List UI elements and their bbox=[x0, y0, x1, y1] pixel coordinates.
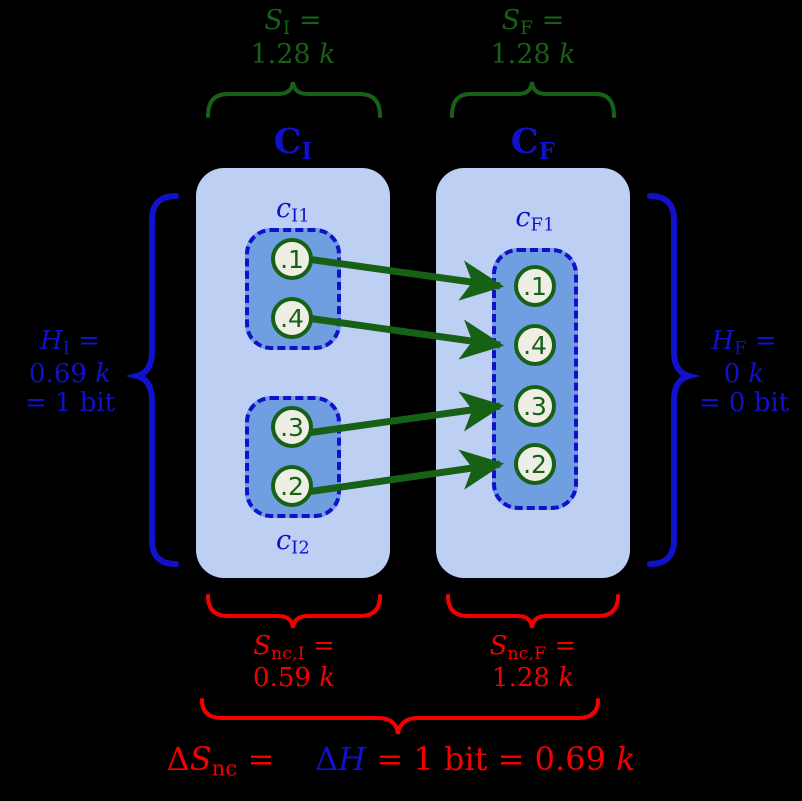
cluster-label-c-I1-symbol: c bbox=[276, 193, 292, 224]
entropy-initial-subscript: I bbox=[282, 18, 291, 40]
microstate-node[interactable]: .2 bbox=[514, 443, 556, 485]
column-title-initial-symbol: C bbox=[273, 121, 302, 162]
column-title-initial-subscript: I bbox=[301, 137, 313, 165]
final-eq-unit: k bbox=[616, 740, 636, 778]
microstate-node[interactable]: .3 bbox=[271, 406, 313, 448]
cluster-label-c-I1: cI1 bbox=[245, 193, 341, 227]
brace-top-final bbox=[450, 81, 616, 118]
microstate-node[interactable]: .1 bbox=[271, 238, 313, 280]
column-title-final: CF bbox=[443, 122, 623, 165]
entropy-final-symbol: S bbox=[501, 5, 521, 36]
snc-final-subscript: nc,F bbox=[507, 643, 547, 664]
cluster-label-c-I2-subscript: I2 bbox=[291, 537, 310, 559]
microstate-node[interactable]: .3 bbox=[514, 385, 556, 427]
entropy-final-unit: k bbox=[559, 38, 576, 70]
cluster-label-c-F1-subscript: F1 bbox=[530, 214, 555, 236]
brace-bottom-total bbox=[200, 698, 600, 735]
microstate-node[interactable]: .4 bbox=[514, 324, 556, 366]
entropy-final-eq: = bbox=[541, 5, 565, 36]
entropy-left-H-label: HI = 0.69 k = 1 bit bbox=[0, 326, 140, 418]
cluster-label-c-I1-subscript: I1 bbox=[291, 205, 310, 227]
entropy-initial-value: 1.28 bbox=[250, 38, 311, 70]
H-initial-value: 0.69 bbox=[29, 358, 87, 389]
H-final-unit: k bbox=[748, 358, 765, 389]
brace-bottom-initial bbox=[206, 594, 382, 629]
H-initial-unit: k bbox=[95, 358, 111, 389]
brace-left-initial bbox=[125, 193, 179, 567]
entropy-final-value: 1.28 bbox=[490, 38, 551, 70]
H-final-symbol: H bbox=[711, 326, 735, 356]
snc-initial-symbol: S bbox=[253, 631, 272, 661]
cluster-label-c-I2: cI2 bbox=[245, 525, 341, 559]
brace-right-final bbox=[647, 193, 701, 567]
final-eq-S: S bbox=[189, 740, 212, 778]
entropy-initial-eq: = bbox=[298, 5, 322, 36]
cluster-label-c-I2-symbol: c bbox=[276, 525, 292, 556]
snc-final-eq: = bbox=[554, 631, 577, 661]
final-eq-delta-1: Δ bbox=[166, 740, 190, 778]
nonconfig-entropy-initial-label: Snc,I = 0.59 k bbox=[203, 631, 385, 693]
cluster-label-c-F1-symbol: c bbox=[515, 202, 531, 233]
entropy-initial-unit: k bbox=[319, 38, 336, 70]
final-eq-nc-subscript: nc bbox=[211, 755, 238, 781]
H-initial-eq: = bbox=[78, 326, 100, 356]
microstate-node[interactable]: .4 bbox=[271, 297, 313, 339]
nonconfig-entropy-final-label: Snc,F = 1.28 k bbox=[442, 631, 624, 693]
entropy-initial-symbol: S bbox=[264, 5, 283, 36]
column-title-final-symbol: C bbox=[510, 121, 539, 162]
microstate-node[interactable]: .2 bbox=[271, 465, 313, 507]
final-eq-H: H bbox=[338, 740, 367, 778]
entropy-right-H-label: HF = 0 k = 0 bit bbox=[686, 326, 802, 418]
H-final-value: 0 bbox=[723, 358, 741, 389]
entropy-final-label: SF = 1.28 k bbox=[443, 5, 623, 70]
brace-bottom-final bbox=[446, 594, 620, 629]
snc-initial-unit: k bbox=[319, 663, 335, 693]
H-final-bits: = 0 bit bbox=[698, 387, 790, 418]
final-eq-delta-2: Δ bbox=[315, 740, 339, 778]
H-initial-symbol: H bbox=[40, 326, 63, 356]
final-eq-tail: = 1 bit = 0.69 bbox=[376, 740, 606, 778]
snc-initial-eq: = bbox=[312, 631, 335, 661]
final-eq-equals-1: = bbox=[247, 740, 275, 778]
H-initial-subscript: I bbox=[62, 338, 70, 359]
snc-initial-subscript: nc,I bbox=[271, 643, 305, 664]
snc-final-symbol: S bbox=[489, 631, 508, 661]
column-title-initial: CI bbox=[203, 122, 383, 165]
brace-top-initial bbox=[206, 81, 382, 118]
final-equation: ΔSnc = ΔH = 1 bit = 0.69 k bbox=[0, 740, 802, 781]
H-initial-bits: = 1 bit bbox=[24, 387, 116, 418]
H-final-subscript: F bbox=[734, 338, 747, 359]
snc-final-unit: k bbox=[558, 663, 574, 693]
entropy-final-subscript: F bbox=[520, 18, 534, 40]
microstate-node[interactable]: .1 bbox=[514, 265, 556, 307]
H-final-eq: = bbox=[754, 326, 777, 356]
entropy-initial-label: SI = 1.28 k bbox=[203, 5, 383, 70]
snc-final-value: 1.28 bbox=[492, 663, 550, 693]
column-title-final-subscript: F bbox=[538, 137, 556, 165]
snc-initial-value: 0.59 bbox=[253, 663, 311, 693]
cluster-label-c-F1: cF1 bbox=[487, 202, 583, 236]
